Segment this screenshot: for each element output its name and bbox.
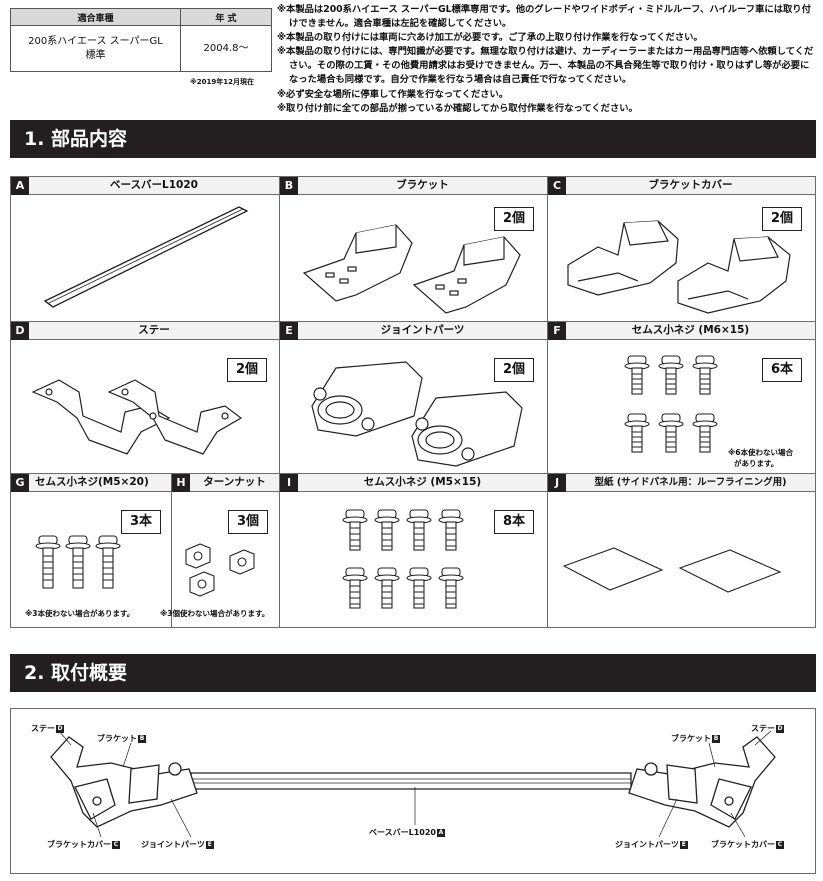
part-e-letter: E <box>280 322 298 340</box>
part-b-name: ブラケット <box>396 179 449 191</box>
part-d-letter: D <box>11 322 29 340</box>
vehicle-table-header-year: 年 式 <box>180 8 272 26</box>
note-4: ※必ず安全な場所に停車して作業を行なってください。 <box>277 88 509 100</box>
part-j-name: 型紙 (サイドパネル用：ルーフライニング用) <box>594 477 787 488</box>
part-j-cell: J 型紙 (サイドパネル用：ルーフライニング用) <box>547 473 816 628</box>
part-i-cell: I セムス小ネジ (M5×15) 8本 <box>279 473 548 628</box>
as-of-date: ※2019年12月現在 <box>190 78 255 86</box>
part-c-letter: C <box>548 177 566 195</box>
bracket-cover-illustration <box>567 220 791 314</box>
part-d-qty: 2個 <box>227 358 267 382</box>
part-a-header: A ベースバーL1020 <box>11 177 279 195</box>
turn-nut-illustration <box>185 543 255 597</box>
part-g-name: セムス小ネジ(M5×20) <box>35 476 149 488</box>
part-e-name: ジョイントパーツ <box>380 324 465 336</box>
part-a-letter: A <box>11 177 29 195</box>
part-f-cell: F セムス小ネジ (M6×15) 6本 ※6本使わない場合 があります。 <box>547 321 816 474</box>
part-a-cell: A ベースバーL1020 <box>10 176 280 322</box>
part-h-letter: H <box>172 474 190 492</box>
part-i-qty: 8本 <box>494 510 534 534</box>
base-bar-illustration <box>43 206 249 308</box>
part-c-cell: C ブラケットカバー 2個 <box>547 176 816 322</box>
part-c-qty: 2個 <box>762 207 802 231</box>
overview-illustration <box>50 730 776 838</box>
part-g-note: ※3本使わない場合があります。 <box>25 609 135 618</box>
part-c-name: ブラケットカバー <box>648 179 733 191</box>
part-j-header: J 型紙 (サイドパネル用：ルーフライニング用) <box>548 474 815 492</box>
part-f-header: F セムス小ネジ (M6×15) <box>548 322 815 340</box>
part-i-header: I セムス小ネジ (M5×15) <box>280 474 547 492</box>
part-f-note-1: ※6本使わない場合 <box>728 448 794 457</box>
note-5: ※取り付け前に全ての部品が揃っているか確認してから取付作業を行なってください。 <box>277 102 638 114</box>
part-h-name: ターンナット <box>203 476 266 488</box>
part-d-name: ステー <box>138 324 170 336</box>
screw-m6-illustration <box>624 355 718 453</box>
screw-m5x15-illustration <box>342 509 464 609</box>
part-h-qty: 3個 <box>228 510 268 534</box>
part-j-letter: J <box>548 474 566 492</box>
part-b-header: B ブラケット <box>280 177 547 195</box>
part-f-letter: F <box>548 322 566 340</box>
part-a-name: ベースバーL1020 <box>110 179 198 191</box>
note-3: ※本製品の取り付けには、専門知識が必要です。無理な取り付けは避け、カーディーラー… <box>277 46 814 86</box>
vehicle-model-line1: 200系ハイエース スーパーGL <box>28 35 163 47</box>
part-d-header: D ステー <box>11 322 279 340</box>
part-f-note-2: があります。 <box>734 459 779 468</box>
stay-illustration <box>31 379 243 455</box>
part-c-header: C ブラケットカバー <box>548 177 815 195</box>
part-b-qty: 2個 <box>494 207 534 231</box>
part-h-note: ※3個使わない場合があります。 <box>160 609 270 618</box>
part-g-qty: 3本 <box>121 510 161 534</box>
vehicle-year: 2004.8～ <box>180 25 272 72</box>
part-h-cell: H ターンナット 3個 ※3個使わない場合があります。 <box>160 473 280 628</box>
part-g-header: G セムス小ネジ(M5×20) <box>11 474 171 492</box>
part-d-cell: D ステー 2個 <box>10 321 280 474</box>
part-f-name: セムス小ネジ (M6×15) <box>631 324 750 336</box>
vehicle-model-line2: 標準 <box>85 49 106 61</box>
part-g-cell: G セムス小ネジ(M5×20) 3本 ※3本使わない場合があります。 <box>10 473 172 628</box>
note-1: ※本製品は200系ハイエース スーパーGL標準専用です。他のグレードやワイドボデ… <box>277 4 811 30</box>
vehicle-table-header-model: 適合車種 <box>10 8 181 26</box>
part-e-header: E ジョイントパーツ <box>280 322 547 340</box>
section-overview-banner: 2. 取付概要 <box>10 654 816 692</box>
part-e-qty: 2個 <box>494 358 534 382</box>
part-b-cell: B ブラケット 2個 <box>279 176 548 322</box>
part-g-letter: G <box>11 474 29 492</box>
vehicle-table: 適合車種 年 式 200系ハイエース スーパーGL 標準 2004.8～ <box>10 8 272 72</box>
part-f-qty: 6本 <box>762 358 802 382</box>
joint-parts-illustration <box>311 361 523 467</box>
bracket-illustration <box>302 224 521 314</box>
part-h-header: H ターンナット <box>172 474 279 492</box>
template-sheets-illustration <box>562 547 782 593</box>
part-i-letter: I <box>280 474 298 492</box>
part-b-letter: B <box>280 177 298 195</box>
vehicle-model: 200系ハイエース スーパーGL 標準 <box>10 25 181 72</box>
part-i-name: セムス小ネジ (M5×15) <box>363 476 482 488</box>
screw-m5x20-illustration <box>35 535 121 589</box>
part-e-cell: E ジョイントパーツ 2個 <box>279 321 548 474</box>
section-parts-banner: 1. 部品内容 <box>10 120 816 158</box>
notes-block: ※本製品は200系ハイエース スーパーGL標準専用です。他のグレードやワイドボデ… <box>277 3 817 116</box>
note-2: ※本製品の取り付けには車両に穴あけ加工が必要です。ご了承の上取り付け作業を行なっ… <box>277 32 703 44</box>
